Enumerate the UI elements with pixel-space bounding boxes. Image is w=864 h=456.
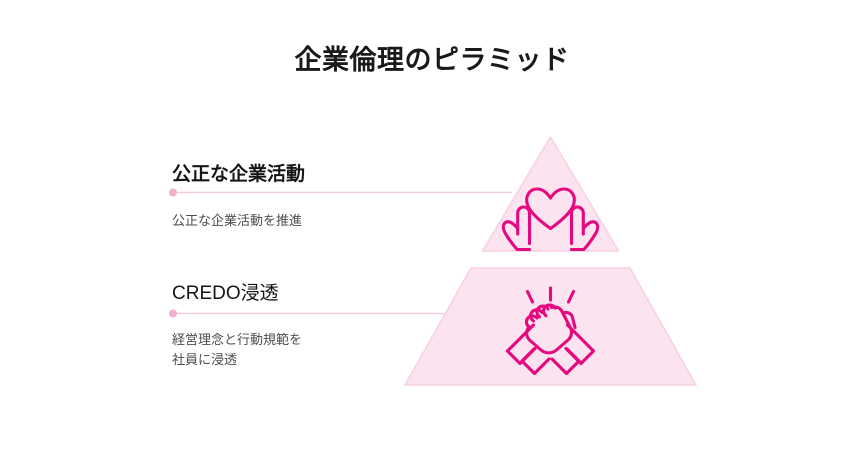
clasped-palm [525,305,574,355]
connector-tier-2 [169,309,450,318]
left-hand-palm [501,220,532,252]
heart-in-hands-icon [501,187,600,252]
connector-tier-1 [169,188,512,197]
pyramid-tier-1-shape[interactable] [481,136,620,252]
spark-line-right [566,289,576,304]
right-lower-arm [550,347,581,376]
tier-1-description: 公正な企業活動を推進 [172,212,303,228]
right-hand-finger [569,205,585,246]
left-lower-arm [520,347,551,376]
knuckle-1 [524,314,539,329]
left-hand-finger [516,205,532,246]
pyramid-tier-2-shape[interactable] [404,267,697,386]
connector-dot-tier-2 [169,309,177,318]
tier-2-heading: CREDO浸透 [172,283,279,304]
spark-line-left [525,289,535,304]
tier-1-heading: 公正な企業活動 [172,164,306,185]
page-title: 企業倫理のピラミッド [294,45,570,75]
connector-dot-tier-1 [169,188,177,197]
heart-shape [525,187,576,231]
tier-2-description: 経営理念と行動規範を 社員に浸透 [172,331,303,367]
tier-label-fair-business: 公正な企業活動 公正な企業活動を推進 [172,163,502,231]
right-hand-palm [569,220,600,252]
knuckle-2 [529,308,544,323]
clasped-hands-icon [505,286,596,376]
thumb [561,310,577,330]
tier-label-credo: CREDO浸透 経営理念と行動規範を 社員に浸透 [172,282,502,370]
